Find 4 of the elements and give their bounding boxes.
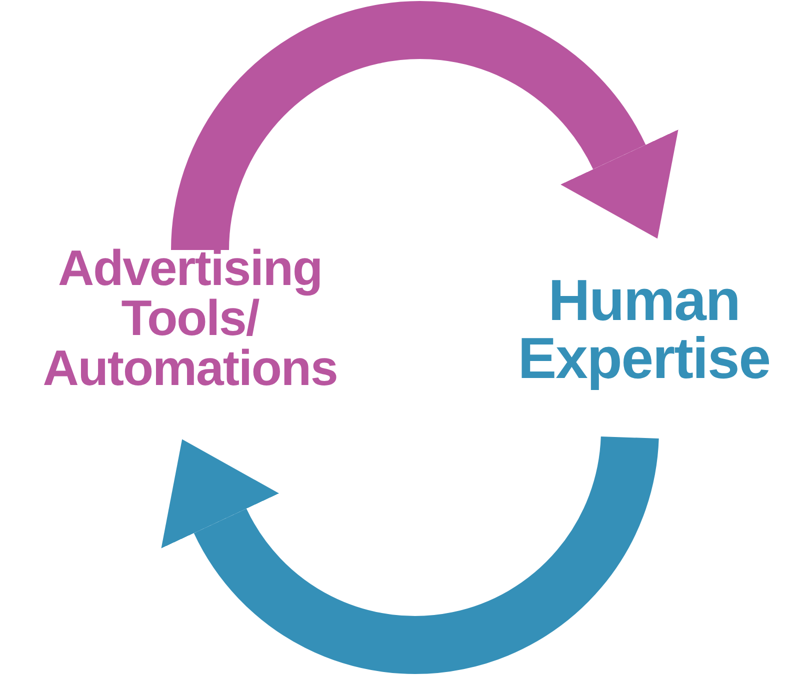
text-label: Human Expertise <box>488 272 800 388</box>
curved-arrow <box>163 434 659 674</box>
text-label: Advertising Tools/ Automations <box>4 243 376 393</box>
curved-arrow <box>171 1 676 252</box>
